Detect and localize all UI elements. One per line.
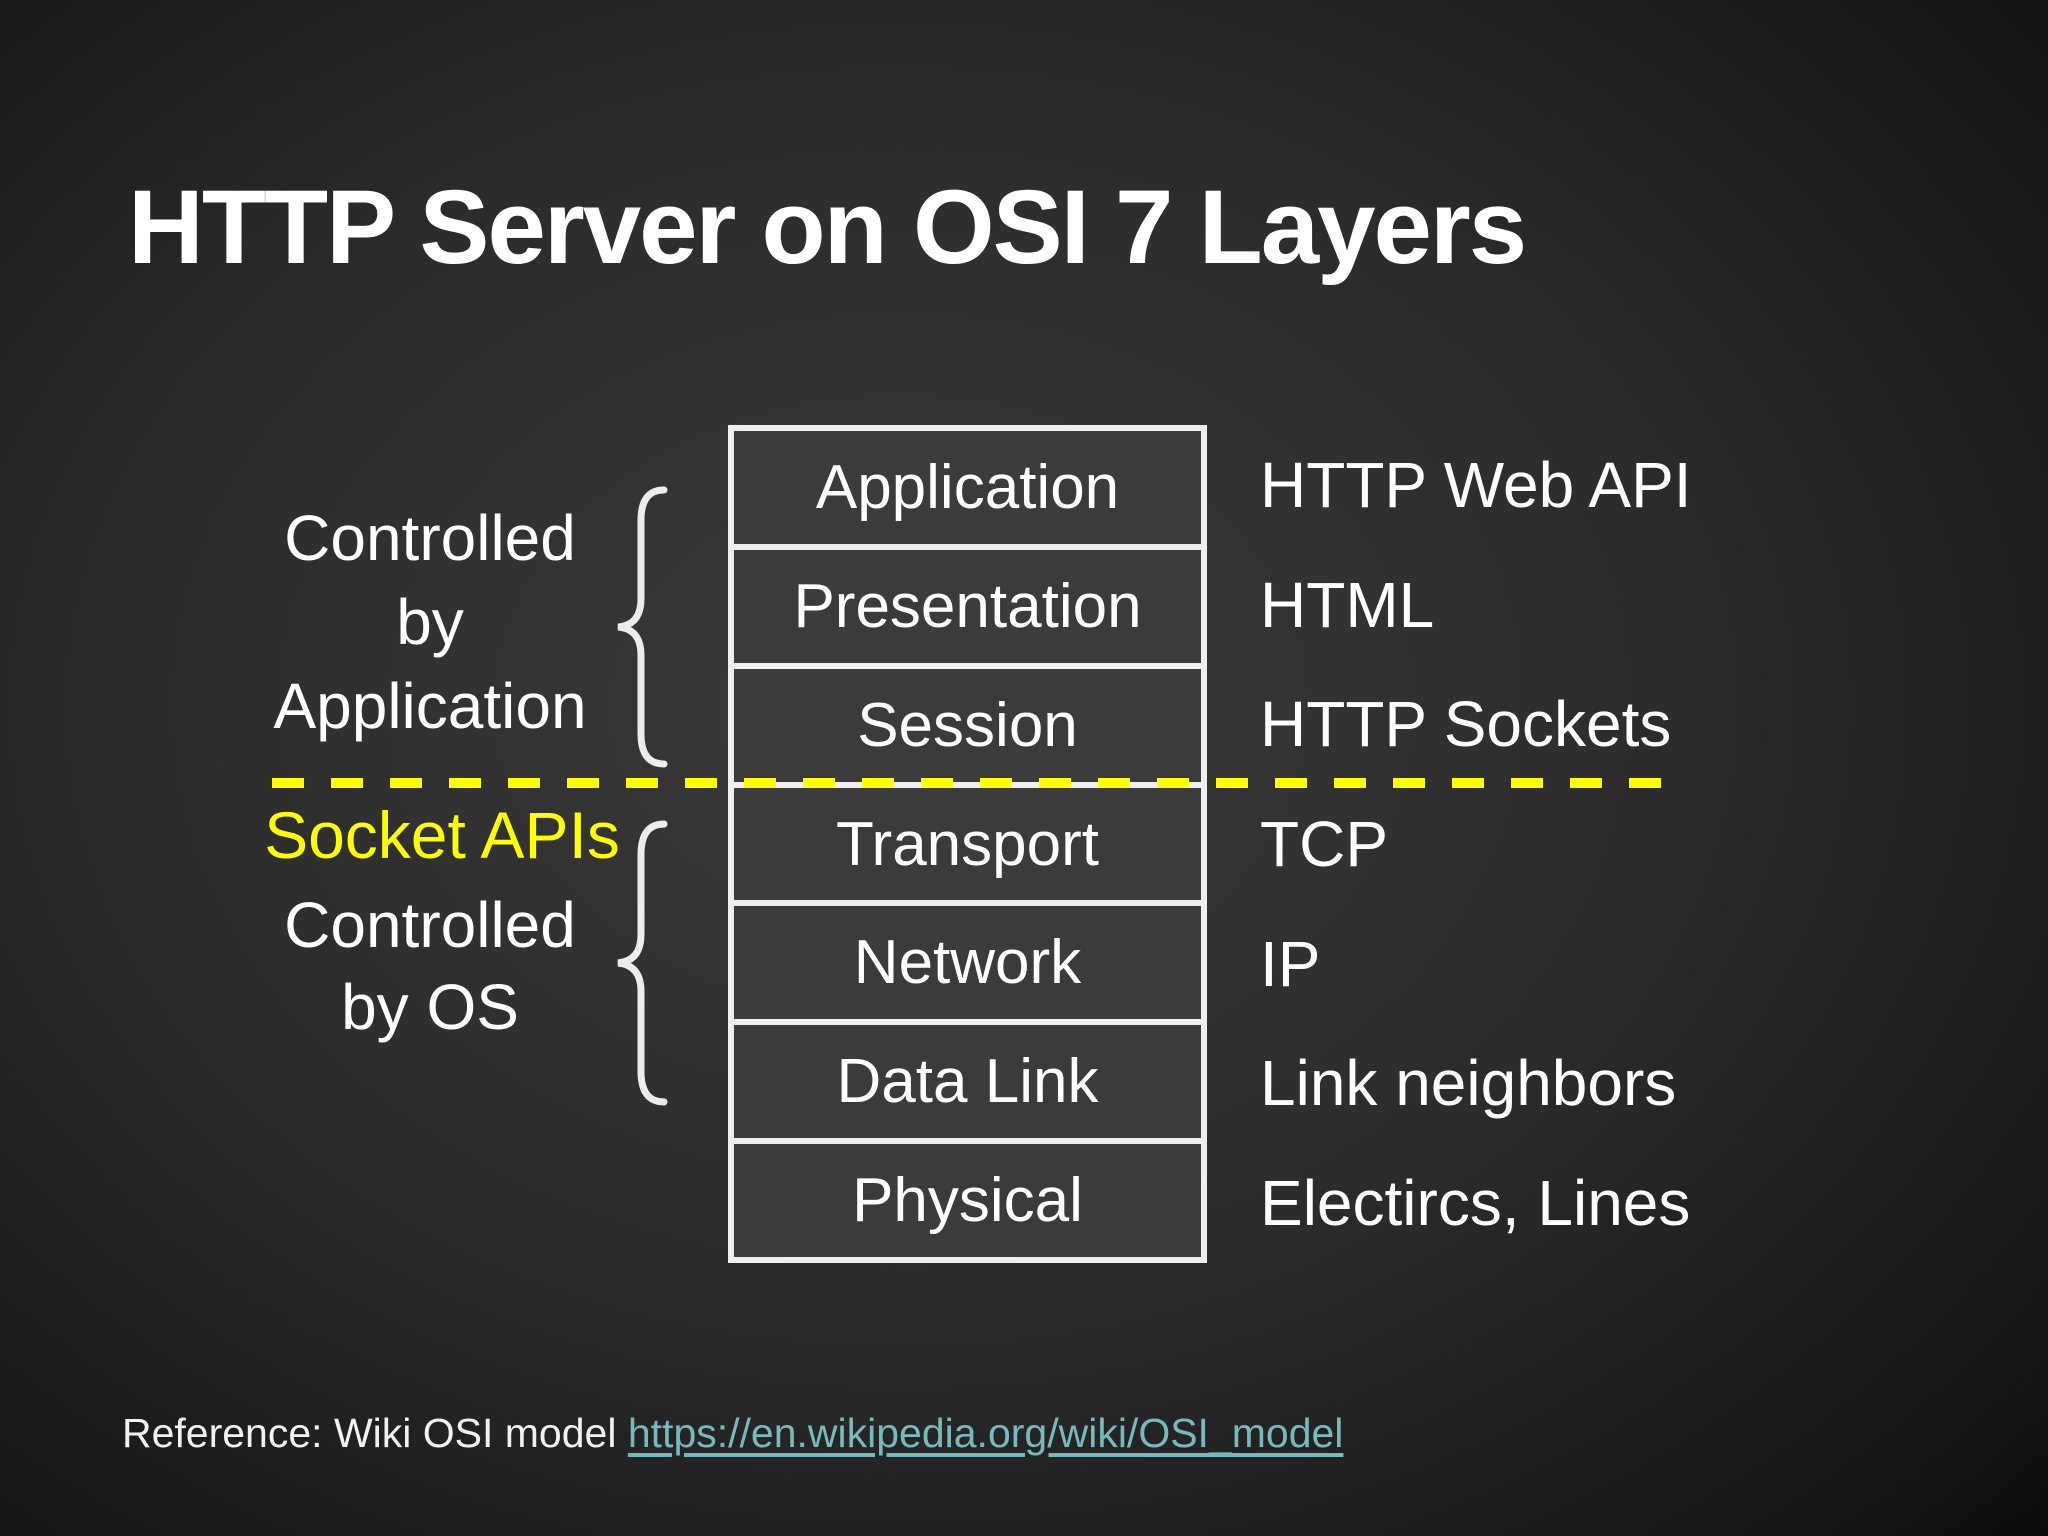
- layer-box-network: Network: [734, 906, 1201, 1026]
- curly-brace-icon: [610, 486, 670, 768]
- reference-line: Reference: Wiki OSI model https://en.wik…: [122, 1410, 1343, 1457]
- layer-box-presentation: Presentation: [734, 550, 1201, 669]
- annotation-line: by OS: [341, 971, 519, 1043]
- curly-brace-icon: [610, 820, 670, 1106]
- layer-box-data-link: Data Link: [734, 1025, 1201, 1145]
- annotation-controlled-by-os: Controlled by OS: [210, 884, 650, 1048]
- layer-box-physical: Physical: [852, 1166, 1083, 1236]
- socket-api-divider-line: [272, 778, 1680, 788]
- annotation-controlled-by-application: Controlled by Application: [210, 496, 650, 748]
- annotation-line: Application: [273, 670, 587, 742]
- osi-layer-stack: Application Presentation Session Transpo…: [728, 425, 1207, 1263]
- mapping-label-http-sockets: HTTP Sockets: [1260, 688, 1672, 761]
- mapping-label-tcp: TCP: [1260, 808, 1388, 881]
- layer-box-application: Application: [734, 431, 1201, 550]
- annotation-line: Controlled: [284, 502, 576, 574]
- page-title: HTTP Server on OSI 7 Layers: [128, 169, 1527, 286]
- mapping-label-ip: IP: [1260, 927, 1321, 1000]
- mapping-label-html: HTML: [1260, 568, 1435, 641]
- annotation-line: Controlled: [284, 889, 576, 961]
- mapping-label-http-web-api: HTTP Web API: [1260, 448, 1692, 521]
- wikipedia-osi-model-link[interactable]: https://en.wikipedia.org/wiki/OSI_model: [627, 1410, 1344, 1456]
- annotation-socket-apis: Socket APIs: [264, 798, 620, 872]
- mapping-label-electrics-lines: Electircs, Lines: [1260, 1167, 1691, 1240]
- annotation-line: by: [396, 586, 464, 658]
- layer-box-transport: Transport: [734, 788, 1201, 907]
- layer-mapping-list: HTTP Web API HTML HTTP Sockets TCP IP Li…: [1260, 425, 1960, 1263]
- layer-box-session: Session: [734, 669, 1201, 788]
- mapping-label-link-neighbors: Link neighbors: [1260, 1047, 1677, 1120]
- reference-label: Reference: Wiki OSI model: [122, 1410, 617, 1456]
